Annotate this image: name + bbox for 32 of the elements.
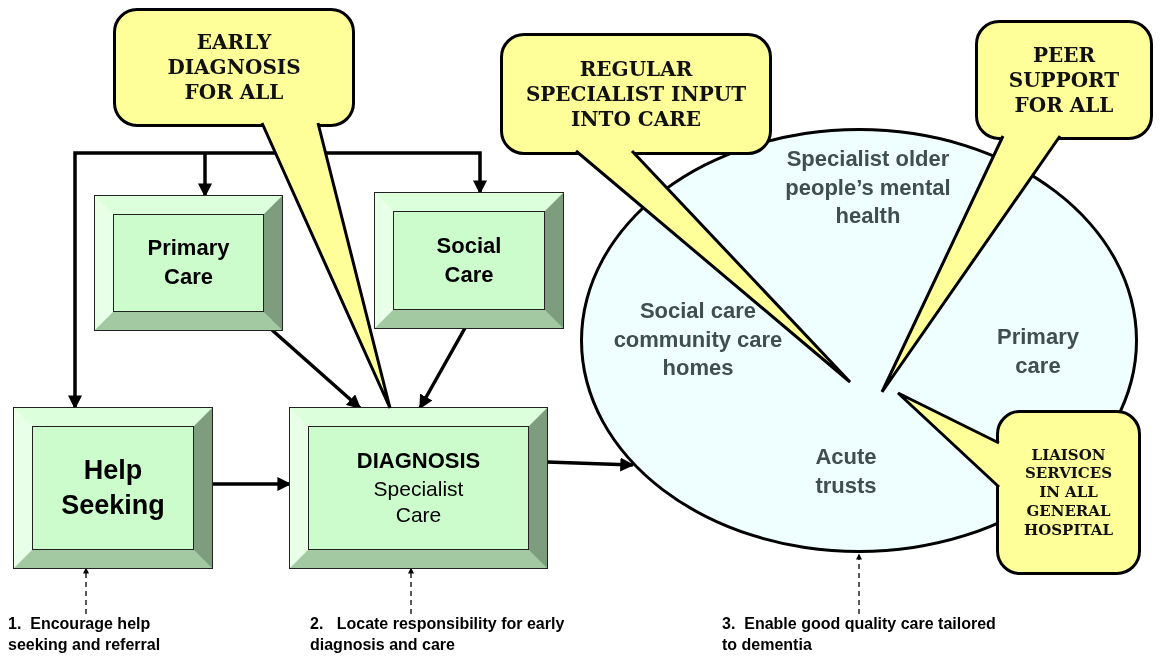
arrow: [270, 328, 362, 410]
bevel-box: [290, 408, 547, 568]
dashed-arrow: [83, 567, 89, 615]
box-subtitle: Specialist Care: [372, 476, 465, 529]
region-label: Social care community care homes: [613, 297, 783, 383]
callout-text: EARLY DIAGNOSIS FOR ALL: [166, 29, 302, 106]
dashed-arrow: [856, 553, 862, 615]
step-note: 2. Locate responsibility for early diagnosis and care: [310, 614, 585, 656]
callout-text: LIAISON SERVICES IN ALL GENERAL HOSPITAL: [1023, 444, 1114, 541]
arrow: [198, 153, 212, 198]
region-label: Acute trusts: [814, 443, 878, 500]
box-title: Help Seeking: [60, 453, 166, 522]
step-note: 3. Enable good quality care tailored to dementia: [722, 614, 1007, 656]
bevel-box: [375, 193, 563, 328]
speech-bubble: [975, 20, 1153, 140]
arrow: [212, 477, 292, 491]
arrow: [418, 327, 467, 410]
step-note: 1. Encourage help seeking and referral: [8, 614, 203, 656]
speech-bubble: [113, 8, 355, 127]
box-title: DIAGNOSIS: [356, 447, 481, 476]
region-label: Primary care: [996, 323, 1080, 380]
bevel-box: [14, 408, 212, 568]
arrow: [546, 457, 635, 472]
callout-text: PEER SUPPORT FOR ALL: [1007, 41, 1121, 119]
box-title: Social Care: [435, 231, 503, 289]
region-label: Specialist older people’s mental health: [784, 145, 952, 231]
arrow: [68, 151, 205, 410]
callout-text: REGULAR SPECIALIST INPUT INTO CARE: [524, 55, 748, 133]
dashed-arrow: [408, 567, 414, 615]
bevel-box: [95, 196, 282, 330]
speech-bubble: [500, 33, 772, 155]
box-title: Primary Care: [146, 234, 231, 291]
